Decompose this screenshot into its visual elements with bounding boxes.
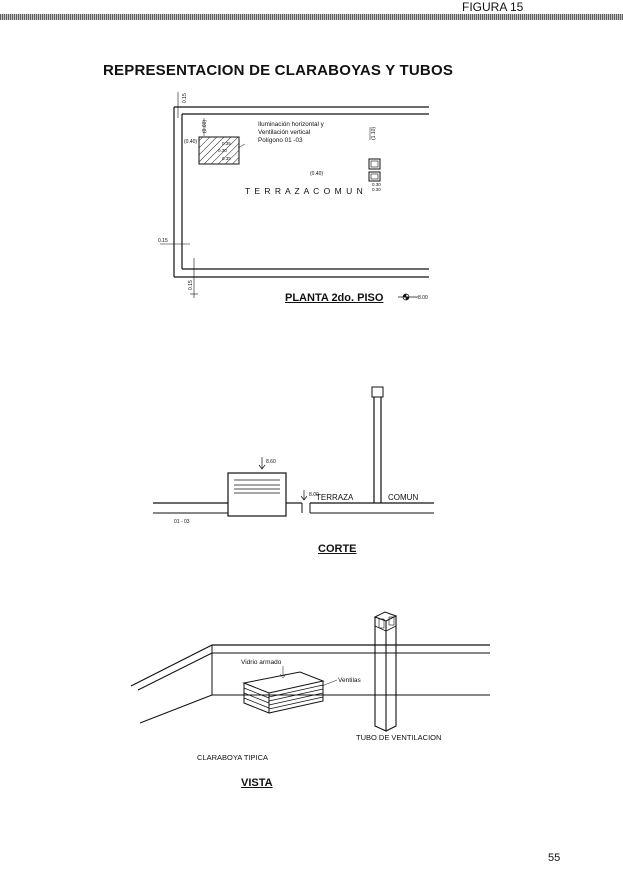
plan-center-label: (0.40) bbox=[310, 171, 323, 177]
view-caption: VISTA bbox=[241, 777, 273, 789]
plan-dim-left: 0.15 bbox=[158, 238, 168, 244]
plan-caption: PLANTA 2do. PISO bbox=[285, 292, 384, 304]
page-title: REPRESENTACION DE CLARABOYAS Y TUBOS bbox=[103, 62, 454, 79]
section-level-top: 8.60 bbox=[266, 459, 276, 465]
plan-texts: 0.15 0.15 0.15 (0.60) (1.10) (0.40) Ilum… bbox=[158, 93, 428, 301]
section-tube-cap bbox=[371, 386, 384, 398]
view-skylight-label: CLARABOYA TIPICA bbox=[197, 753, 268, 762]
page-number: 55 bbox=[548, 852, 561, 864]
plan-hatch-dim3: 0.35 bbox=[222, 156, 231, 161]
plan-dim-right-small: (1.10) bbox=[371, 127, 377, 140]
plan-hatch-dim1: 0.35 bbox=[222, 141, 231, 146]
plan-label-line1: Iluminación horizontal y bbox=[258, 121, 325, 128]
view-skylight-top bbox=[242, 671, 325, 694]
plan-terrace-label: T E R R A Z A C O M U N bbox=[245, 186, 364, 196]
plan-tube-dim2: 0.30 bbox=[372, 187, 381, 192]
section-level-arrow-top bbox=[258, 464, 266, 470]
section-drawing bbox=[153, 386, 434, 517]
view-tube-body bbox=[374, 617, 387, 732]
plan-tube-bottom bbox=[368, 171, 381, 182]
view-wall-left-top bbox=[130, 644, 213, 687]
plan-dim-bottom: 0.15 bbox=[188, 280, 194, 290]
plan-tube-dim1: 0.30 bbox=[372, 182, 381, 187]
plan-drawing bbox=[160, 92, 429, 301]
plan-dim-box-left: (0.40) bbox=[184, 139, 197, 145]
plan-dim-inner: (0.60) bbox=[202, 120, 208, 133]
view-tube-top bbox=[373, 611, 398, 622]
plan-skylight-hatch bbox=[198, 136, 240, 165]
section-poly-label: 01 - 03 bbox=[174, 519, 190, 525]
plan-tube-top bbox=[368, 158, 381, 170]
figure-label: FIGURA 15 bbox=[462, 0, 524, 14]
section-texts: 8.60 8.00 TERRAZA COMUN 01 - 03 bbox=[174, 459, 418, 525]
section-comun: COMUN bbox=[388, 493, 418, 502]
view-glass-label: Vidrio armado bbox=[241, 659, 282, 666]
view-texts: Vidrio armado Ventilas TUBO DE VENTILACI… bbox=[197, 659, 441, 762]
view-floor-left bbox=[139, 694, 213, 724]
plan-level-label: 8.00 bbox=[418, 295, 428, 301]
section-terrace: TERRAZA bbox=[316, 493, 354, 502]
header-band bbox=[0, 14, 623, 20]
section-level-floor: 8.00 bbox=[309, 492, 319, 498]
section-skylight bbox=[227, 472, 287, 517]
section-caption: CORTE bbox=[318, 543, 357, 555]
plan-label-line2: Ventilación vertical bbox=[258, 129, 310, 136]
plan-label-line3: Polígono 01 -03 bbox=[258, 137, 303, 144]
view-tube-label: TUBO DE VENTILACION bbox=[356, 733, 441, 742]
view-vents-label: Ventilas bbox=[338, 677, 362, 684]
plan-dim-top: 0.15 bbox=[182, 93, 188, 103]
view-drawing bbox=[130, 611, 490, 732]
section-level-arrow-floor bbox=[300, 495, 308, 501]
plan-hatch-dim2: 0.30 bbox=[218, 148, 227, 153]
